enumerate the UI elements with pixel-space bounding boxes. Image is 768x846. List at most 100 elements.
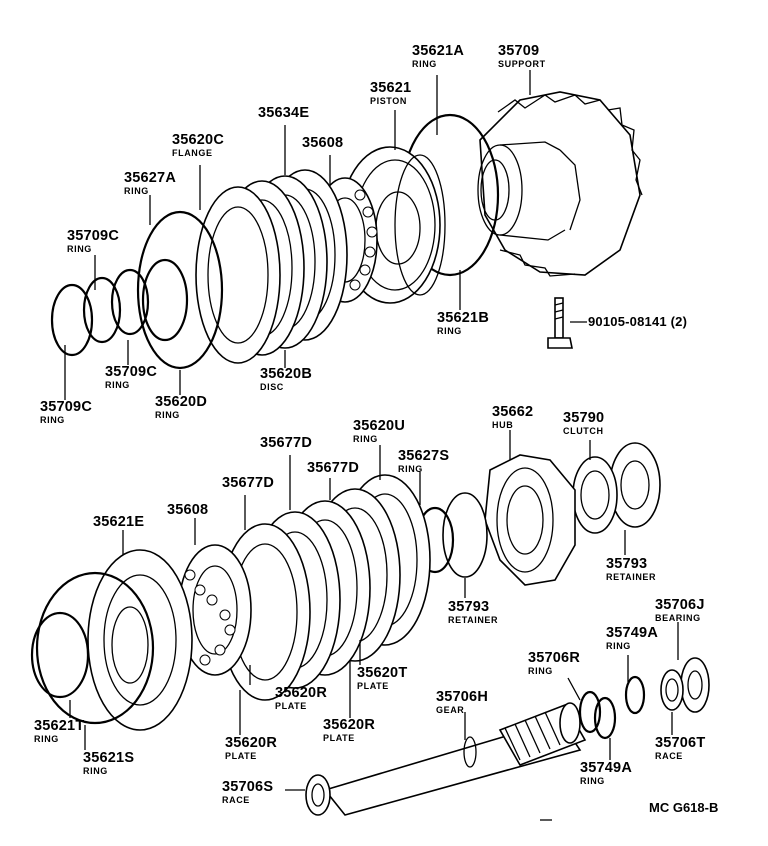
part-desc: RING — [580, 775, 605, 786]
ring-35620d — [136, 210, 224, 370]
part-number: 35706R — [528, 650, 580, 666]
clutch-plates-upper — [195, 169, 348, 364]
part-number: 35677D — [307, 460, 359, 476]
part-number: 35621 — [370, 80, 412, 96]
part-desc: PLATE — [357, 680, 389, 691]
callout-35677d-a: 35677D — [260, 436, 312, 451]
part-number: 35620U — [353, 418, 405, 434]
part-number: 35608 — [302, 135, 344, 151]
part-number: 35793 — [606, 556, 648, 572]
part-desc: PLATE — [323, 732, 355, 743]
spring-pack-lower — [178, 544, 252, 676]
callout-35608-upper: 35608 — [302, 136, 343, 151]
part-number: 35706H — [436, 689, 488, 705]
callout-35677d-b: 35677D — [307, 461, 359, 476]
part-desc: HUB — [492, 419, 514, 430]
part-number: 35620D — [155, 394, 207, 410]
part-number: 35709C — [67, 228, 119, 244]
part-desc: RETAINER — [448, 614, 499, 625]
part-number: 35620R — [225, 735, 277, 751]
part-desc: CLUTCH — [563, 425, 604, 436]
part-desc: RING — [412, 58, 437, 69]
part-desc: RING — [34, 733, 59, 744]
part-desc: RING — [40, 414, 65, 425]
part-desc: RING — [124, 185, 149, 196]
part-number: 35677D — [260, 435, 312, 451]
part-number: 35620T — [357, 665, 408, 681]
gear-shaft-part — [323, 702, 587, 816]
part-desc: DISC — [260, 381, 284, 392]
part-desc: RING — [528, 665, 553, 676]
part-number: 35706S — [222, 779, 274, 795]
part-number: 35709C — [105, 364, 157, 380]
callout-35634e: 35634E — [258, 106, 309, 121]
callout-35621e: 35621E — [93, 515, 144, 530]
part-number: 35634E — [258, 105, 310, 121]
part-desc: RING — [398, 463, 423, 474]
part-number: 35706T — [655, 735, 706, 751]
part-desc: SUPPORT — [498, 58, 546, 69]
ring-35749a-lower — [593, 696, 617, 740]
part-number: 35706J — [655, 597, 705, 613]
part-desc: RING — [105, 379, 130, 390]
part-number: 35620C — [172, 132, 224, 148]
callout-90105: 90105-08141 (2) — [588, 315, 687, 328]
ring-35621t — [30, 611, 90, 699]
clutch-retainer-upper — [572, 442, 661, 534]
part-desc: RING — [155, 409, 180, 420]
part-number: 35620B — [260, 366, 312, 382]
race-35706s — [305, 774, 331, 816]
ring-35621s — [35, 571, 155, 725]
snap-rings-35709c — [50, 268, 150, 357]
hub-part — [484, 454, 576, 586]
part-number: 35662 — [492, 404, 534, 420]
part-number: 35709C — [40, 399, 92, 415]
part-desc: PLATE — [275, 700, 307, 711]
part-desc: PISTON — [370, 95, 407, 106]
part-desc: GEAR — [436, 704, 465, 715]
piston-lower — [87, 549, 193, 731]
part-desc: PLATE — [225, 750, 257, 761]
part-desc: RING — [353, 433, 378, 444]
part-number: 35790 — [563, 410, 605, 426]
ring-35706r — [578, 690, 602, 734]
part-desc: RACE — [655, 750, 683, 761]
part-number: 35608 — [167, 502, 209, 518]
part-desc: RING — [437, 325, 462, 336]
callout-35677d-c: 35677D — [222, 476, 274, 491]
part-number: 35620R — [323, 717, 375, 733]
callout-35608-lower: 35608 — [167, 503, 208, 518]
part-desc: RING — [67, 243, 92, 254]
part-number: 35793 — [448, 599, 490, 615]
part-number: 90105-08141 (2) — [588, 314, 688, 329]
part-number: 35621A — [412, 43, 464, 59]
